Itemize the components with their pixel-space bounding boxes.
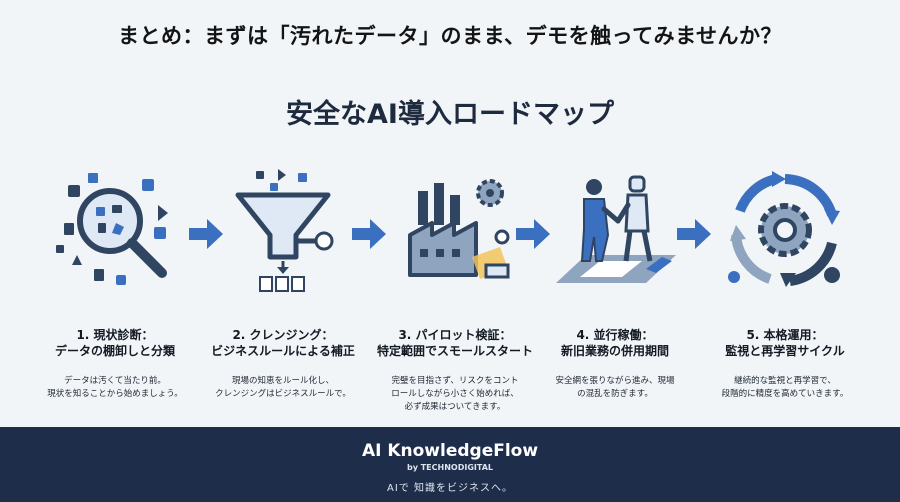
step-description: 完璧を目指さず、リスクをコント ロールしながら小さく始めれば、 必ず成果はついて… xyxy=(370,375,540,414)
pilot-factory-icon xyxy=(408,179,510,279)
step-title: 2. クレンジング： xyxy=(232,328,334,342)
step-description: 継続的な監視と再学習で、 段階的に精度を高めていきます。 xyxy=(700,375,870,401)
step-5: 5. 本格運用： 監視と再学習サイクル 継続的な監視と再学習で、 段階的に精度を… xyxy=(700,165,870,401)
cleansing-funnel-icon xyxy=(235,169,334,292)
step-subtitle: 新旧業務の併用期間 xyxy=(560,344,669,358)
headline: まとめ：まずは「汚れたデータ」のまま、デモを触ってみませんか？ xyxy=(118,24,782,48)
step-subtitle: 監視と再学習サイクル xyxy=(725,344,845,358)
step-subtitle: ビジネスルールによる補正 xyxy=(211,344,355,358)
arrow-right-icon xyxy=(516,219,550,249)
roadmap-steps: 1. 現状診断： データの棚卸しと分類 データは汚くて当たり前。 現状を知ること… xyxy=(0,165,900,415)
step-2: 2. クレンジング： ビジネスルールによる補正 現場の知恵をルール化し、 クレン… xyxy=(198,165,368,401)
step-desc-line: 完璧を目指さず、リスクをコント xyxy=(391,376,519,386)
step-subtitle: データの棚卸しと分類 xyxy=(54,344,175,358)
arrow-right-icon xyxy=(677,219,711,249)
step-description: 安全網を張りながら進み、現場 の混乱を防ぎます。 xyxy=(530,375,700,401)
roadmap-title: 安全なAI導入ロードマップ xyxy=(286,99,614,130)
brand-tagline: AIで 知識をビジネスへ。 xyxy=(387,483,513,494)
step-description: データは汚くて当たり前。 現状を知ることから始めましょう。 xyxy=(30,375,200,401)
data-analysis-magnifier-icon xyxy=(56,173,168,285)
step-desc-line: 段階的に精度を高めていきます。 xyxy=(721,389,849,399)
step-desc-line: データは汚くて当たり前。 xyxy=(64,376,166,386)
step-title: 5. 本格運用： xyxy=(746,328,824,342)
step-desc-line: ロールしながら小さく始めれば、 xyxy=(391,389,519,399)
step-desc-line: 継続的な監視と再学習で、 xyxy=(734,376,836,386)
footer-banner: AI KnowledgeFlow by TECHNODIGITAL AIで 知識… xyxy=(0,427,900,502)
brand-name: AI KnowledgeFlow xyxy=(361,441,539,461)
step-title: 3. パイロット検証： xyxy=(398,328,512,342)
step-1: 1. 現状診断： データの棚卸しと分類 データは汚くて当たり前。 現状を知ること… xyxy=(30,165,200,401)
step-desc-line: 必ず成果はついてきます。 xyxy=(404,402,506,412)
human-robot-handshake-icon xyxy=(556,175,676,283)
gear-cycle-icon xyxy=(728,171,840,287)
arrow-right-icon xyxy=(352,219,386,249)
step-title: 4. 並行稼働： xyxy=(576,328,654,342)
arrow-right-icon xyxy=(189,219,223,249)
step-3: 3. パイロット検証： 特定範囲でスモールスタート 完璧を目指さず、リスクをコン… xyxy=(370,165,540,414)
brand-company: by TECHNODIGITAL xyxy=(407,463,493,472)
step-subtitle: 特定範囲でスモールスタート xyxy=(376,344,533,358)
step-desc-line: の混乱を防ぎます。 xyxy=(577,389,653,399)
step-title: 1. 現状診断： xyxy=(76,328,154,342)
step-desc-line: クレンジングはビジネスルールで。 xyxy=(215,389,351,399)
step-4: 4. 並行稼働： 新旧業務の併用期間 安全網を張りながら進み、現場 の混乱を防ぎ… xyxy=(530,165,700,401)
step-description: 現場の知恵をルール化し、 クレンジングはビジネスルールで。 xyxy=(198,375,368,401)
step-desc-line: 現状を知ることから始めましょう。 xyxy=(47,389,183,399)
step-desc-line: 現場の知恵をルール化し、 xyxy=(231,376,334,386)
step-desc-line: 安全網を張りながら進み、現場 xyxy=(555,376,675,386)
